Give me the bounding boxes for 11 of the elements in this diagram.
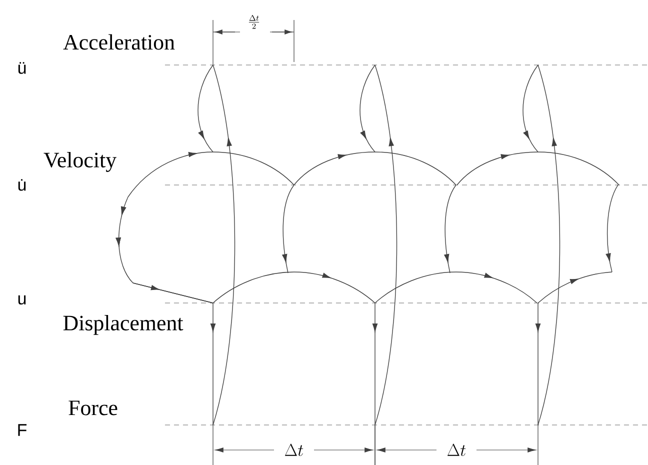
axis-label: Displacement: [63, 315, 184, 335]
symbol-label: u̇: [18, 179, 26, 191]
axis-label: Velocity: [44, 152, 116, 172]
symbol-label: ü: [18, 62, 26, 74]
axis-label: Force: [68, 400, 118, 416]
symbol-label: u: [18, 295, 26, 305]
dimension-label: $\Delta t$: [283, 443, 305, 457]
fraction-label: $\frac{\Delta t}{2}$: [248, 15, 260, 29]
symbol-label: F: [18, 424, 26, 436]
axis-label: Acceleration: [63, 34, 175, 50]
dimension-label: $\Delta t$: [446, 443, 468, 457]
